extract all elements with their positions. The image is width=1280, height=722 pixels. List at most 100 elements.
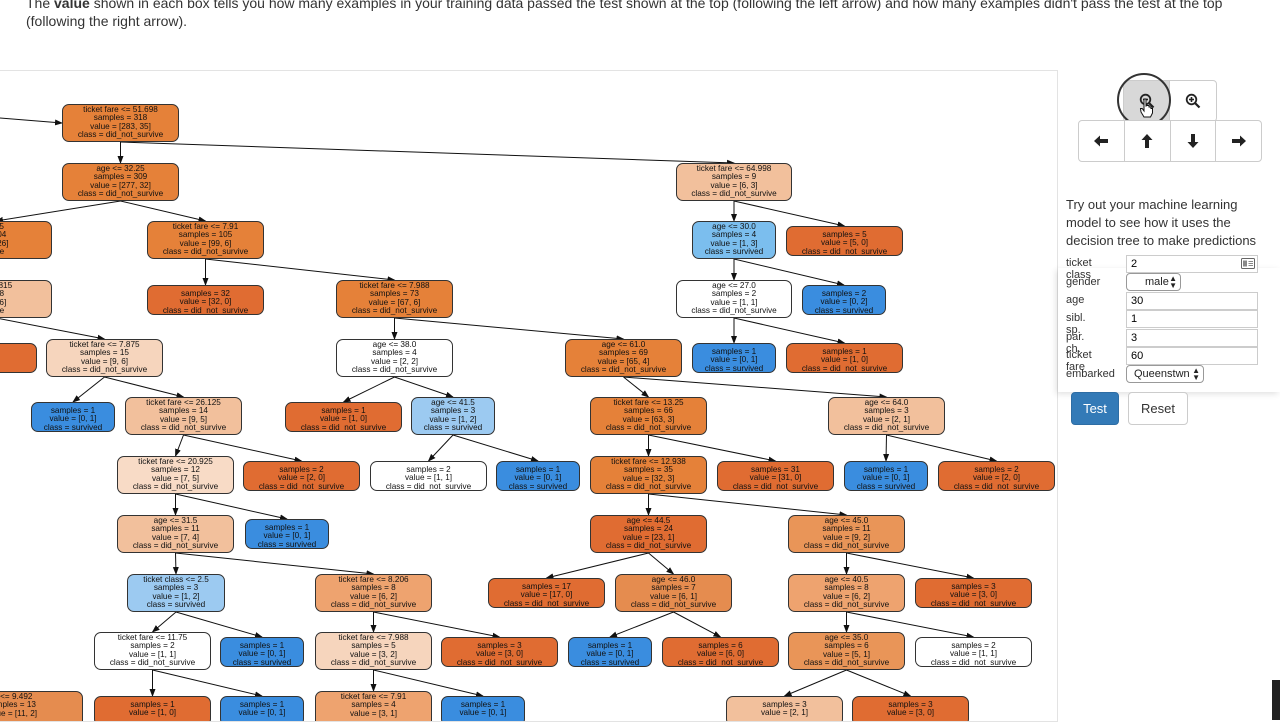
tree-node-line: samples = 9 (711, 172, 757, 182)
tree-node[interactable]: ivive (0, 343, 37, 373)
tree-node-line: value = [1, 2] (152, 591, 200, 601)
zoom-in-button[interactable] (1170, 81, 1216, 121)
tree-node-line: class = did_not_survive (953, 481, 1040, 491)
tree-node-line: samples = 2 (711, 289, 757, 299)
tree-edge (394, 376, 454, 398)
tree-node-line: value = [1, 1] (128, 649, 177, 659)
tree-node[interactable]: 0.75= 20478, 26]ivive (0, 221, 52, 259)
gender-select[interactable]: male ▲▼ (1126, 273, 1181, 291)
embarked-select[interactable]: Queenstwn ▲▼ (1126, 365, 1204, 383)
tree-node-line: class = did_not_survive (61, 365, 148, 375)
tree-node-line: class = survived (423, 423, 483, 433)
tree-edge (373, 611, 501, 639)
age-input[interactable] (1126, 292, 1258, 310)
tree-node-line: class = did_not_survive (677, 657, 764, 667)
tree-node-line: value = [1, 0] (319, 414, 368, 424)
sibl-input[interactable] (1126, 310, 1258, 328)
tree-edge (846, 552, 975, 580)
tree-node-line: samples = 15 (80, 348, 129, 358)
tree-node[interactable]: re <= 9.492samples = 13value = [11, 2] (0, 691, 83, 721)
contact-card-icon[interactable] (1241, 258, 1255, 269)
pan-right-button[interactable] (1216, 121, 1261, 161)
tree-edge (152, 669, 263, 698)
intro-text: The value shown in each box tells you ho… (26, 0, 1256, 30)
tree-node[interactable]: <= 7.815= 1812, 6]ivive (0, 280, 52, 318)
tree-edge (394, 317, 625, 342)
tree-node-line: samples = 3 (477, 641, 522, 650)
tree-node-line: ivive (0, 247, 5, 257)
fare-input[interactable] (1126, 347, 1258, 365)
pan-up-button[interactable] (1125, 121, 1171, 161)
tree-node-line: class = did_not_survive (300, 422, 387, 432)
tree-edge (883, 434, 890, 462)
tree-node-line: samples = 4 (372, 348, 417, 358)
parch-input[interactable] (1126, 329, 1258, 347)
tree-node-line: value = [11, 2] (0, 708, 38, 718)
scrollbar-edge[interactable] (1272, 680, 1280, 720)
ticket-class-input[interactable] (1126, 255, 1258, 273)
pan-left-button[interactable] (1079, 121, 1125, 161)
pan-down-button[interactable] (1171, 121, 1217, 161)
tree-node-line: class = survived (580, 657, 640, 667)
tree-node-line: class = did_not_survive (162, 247, 249, 257)
tree-node-line: value = [2, 1] (862, 414, 911, 424)
tree-edge (733, 200, 846, 228)
test-button[interactable]: Test (1071, 392, 1119, 425)
reset-button[interactable]: Reset (1128, 392, 1188, 425)
